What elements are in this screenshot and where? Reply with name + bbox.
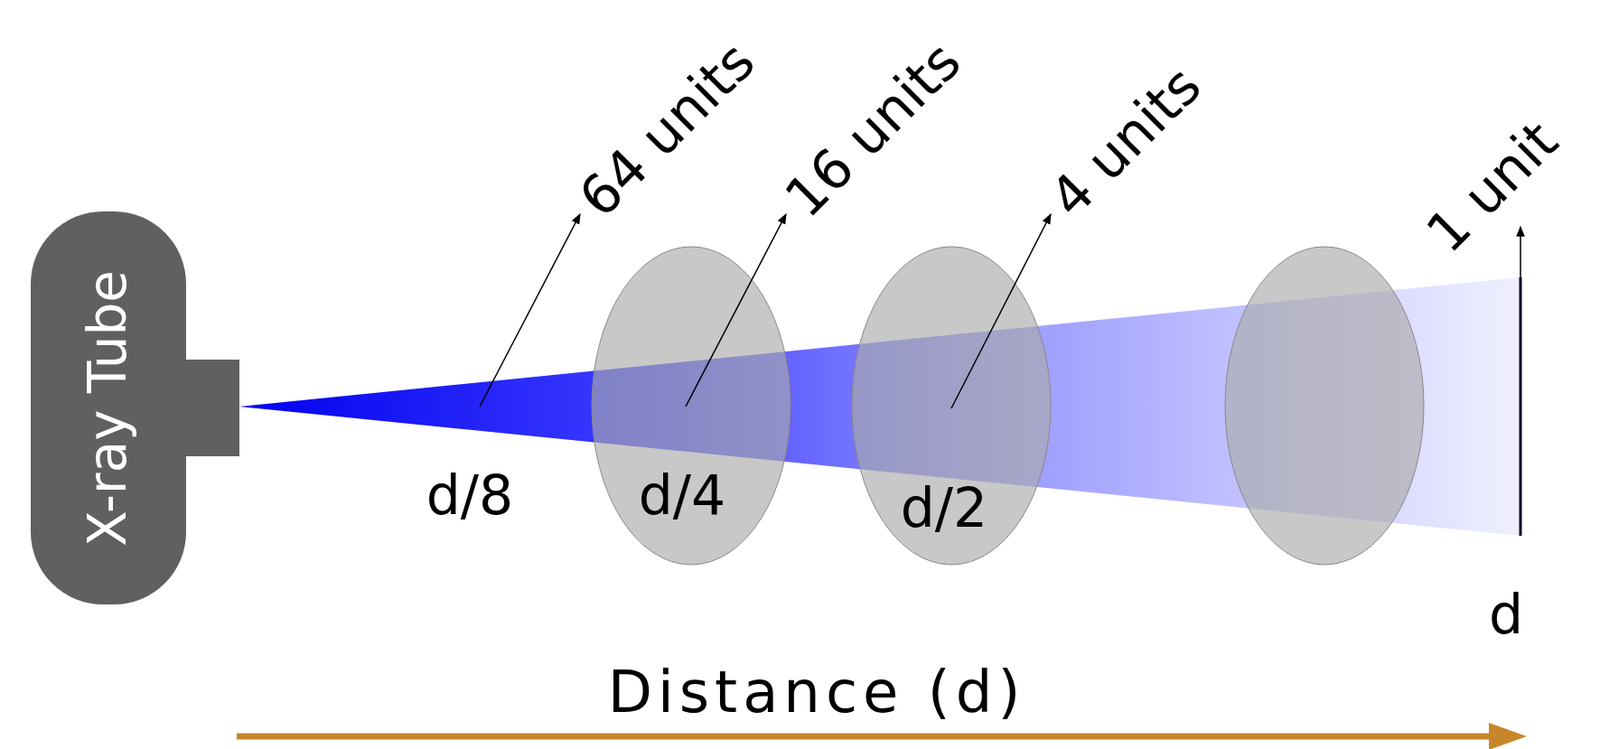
distance-arrowhead <box>1488 722 1527 749</box>
xray-tube: X-ray Tube <box>30 211 187 605</box>
leader-line <box>685 214 786 407</box>
tissue-ellipse <box>851 246 1051 565</box>
tissue-ellipse <box>1225 246 1424 565</box>
detector-plane <box>1519 277 1523 536</box>
distance-arrow <box>236 733 1493 740</box>
distance-label: d <box>1488 584 1524 645</box>
distance-label: d/8 <box>426 465 514 525</box>
tube-nozzle <box>180 359 240 457</box>
tissue-ellipse <box>591 246 791 565</box>
intensity-label: 4 units <box>1038 55 1212 228</box>
intensity-label: 16 units <box>774 30 972 228</box>
leader-line <box>479 214 581 407</box>
axis-title: Distance (d) <box>608 660 1027 724</box>
intensity-label: 1 unit <box>1415 110 1569 263</box>
distance-label: d/4 <box>638 465 726 525</box>
leader-line <box>951 214 1051 409</box>
intensity-label: 64 units <box>568 30 766 228</box>
tube-label: X-ray Tube <box>79 270 138 547</box>
leader-line <box>1519 226 1522 278</box>
distance-label: d/2 <box>900 477 988 538</box>
